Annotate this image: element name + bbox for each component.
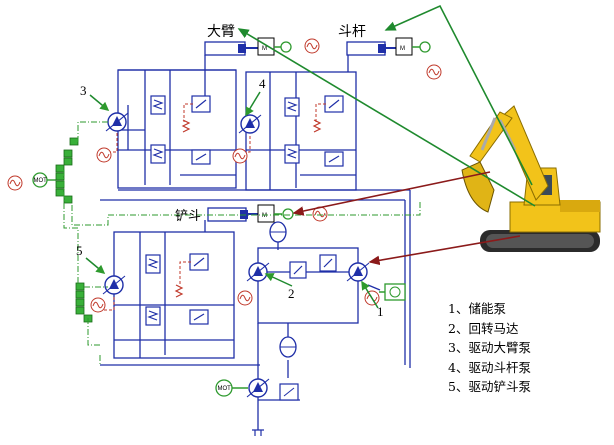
swing-valves [289,254,337,279]
boom-circuit [117,55,237,189]
swing-motor [246,262,270,282]
label-number-1: 1 [377,304,384,319]
label-number-5: 5 [76,243,83,258]
left-driver-label: MOT [34,178,48,184]
legend-item-bucket-pump: 5、驱动铲斗泵 [448,379,531,394]
legend-item-stick-pump: 4、驱动斗杆泵 [448,359,531,375]
bucket-circuit [100,220,260,366]
pointer-lines [237,4,536,266]
left-controller-bottom [75,282,93,323]
pump-icon [102,275,126,295]
control-signal-lines [63,121,421,365]
left-controller-top: MOT [7,137,79,204]
storage-pump [346,262,370,282]
boom-pump [105,112,129,132]
stick-motor-label: M [400,46,405,52]
pump-icon [238,114,262,134]
bucket-cylinder: M [207,204,328,223]
storage-pump-drive [367,283,406,301]
stick-circuit [245,55,357,191]
swing-signal-source [237,290,253,306]
callout-arrows [85,91,379,309]
stick-label: 斗杆 [338,24,366,40]
boom-motor-label: M [262,46,267,52]
accumulator-bottom [279,336,297,358]
label-number-3: 3 [80,83,87,98]
bucket-pump [102,275,126,295]
motor-icon [246,262,270,282]
stick-valves [284,95,344,167]
legend-item-swing-motor: 2、回转马达 [448,320,519,336]
accumulator-top [269,221,287,243]
component-legend: 1、储能泵 2、回转马达 3、驱动大臂泵 4、驱动斗杆泵 5、驱动铲斗泵 [448,299,608,397]
legend-item-boom-pump: 3、驱动大臂泵 [448,340,531,355]
pump-icon [105,112,129,132]
stick-signal-source [232,148,248,164]
stick-cylinder: M [346,37,442,80]
stick-pump [238,114,262,134]
boom-cylinder: M [204,37,320,56]
bucket-valves [145,253,209,326]
main-pump: MOT [215,378,299,436]
swing-circuit [257,228,359,430]
bucket-feedback-lines [100,261,191,311]
main-pump-driver-label: MOT [218,386,232,392]
bucket-signal-source [90,297,106,313]
legend-item-storage-pump: 1、储能泵 [448,301,506,316]
excavator-image [461,105,601,252]
boom-signal-source [96,147,112,163]
boom-label: 大臂 [207,24,235,40]
label-number-2: 2 [288,286,295,301]
bucket-motor-label: M [262,213,267,219]
label-number-4: 4 [259,76,266,91]
boom-valves [150,95,211,165]
pump-icon [346,262,370,282]
bucket-label: 铲斗 [175,209,201,224]
pump-icon [246,378,270,398]
